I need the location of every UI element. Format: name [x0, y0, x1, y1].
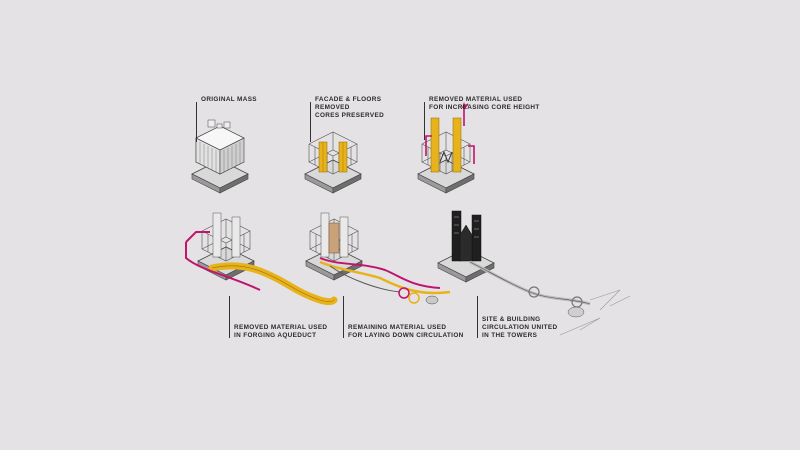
building-core-height	[417, 102, 475, 194]
label-line: FOR LAYING DOWN CIRCULATION	[348, 332, 464, 339]
label-line: SITE & BUILDING	[482, 316, 541, 323]
label-line: IN THE TOWERS	[482, 332, 538, 339]
leader-step-6	[477, 296, 478, 338]
label-line: CIRCULATION UNITED	[482, 324, 558, 331]
leader-step-1	[196, 102, 197, 142]
label-aqueduct: REMOVED MATERIAL USED IN FORGING AQUEDUC…	[234, 324, 327, 340]
leader-step-5	[343, 296, 344, 338]
label-line: FOR INCREASING CORE HEIGHT	[429, 104, 540, 111]
leader-step-2	[310, 102, 311, 142]
building-cores-preserved	[304, 131, 362, 194]
label-towers-united: SITE & BUILDING CIRCULATION UNITED IN TH…	[482, 316, 557, 340]
label-line: IN FORGING AQUEDUCT	[234, 332, 317, 339]
label-line: REMOVED MATERIAL USED	[429, 96, 523, 103]
building-towers-united	[437, 210, 631, 336]
label-original-mass: ORIGINAL MASS	[201, 96, 257, 104]
label-line: REMAINING MATERIAL USED	[348, 324, 447, 331]
label-core-height: REMOVED MATERIAL USED FOR INCREASING COR…	[429, 96, 540, 112]
building-aqueduct	[185, 212, 338, 306]
label-circulation: REMAINING MATERIAL USED FOR LAYING DOWN …	[348, 324, 464, 340]
label-cores-preserved: FACADE & FLOORS REMOVED CORES PRESERVED	[315, 96, 384, 120]
label-line: CORES PRESERVED	[315, 112, 385, 119]
label-line: REMOVED	[315, 104, 350, 111]
building-circulation	[305, 212, 451, 305]
leader-step-3	[424, 102, 425, 140]
label-line: ORIGINAL MASS	[201, 96, 257, 103]
label-line: FACADE & FLOORS	[315, 96, 382, 103]
building-original-mass	[191, 119, 249, 194]
leader-step-4	[229, 296, 230, 338]
label-line: REMOVED MATERIAL USED	[234, 324, 328, 331]
